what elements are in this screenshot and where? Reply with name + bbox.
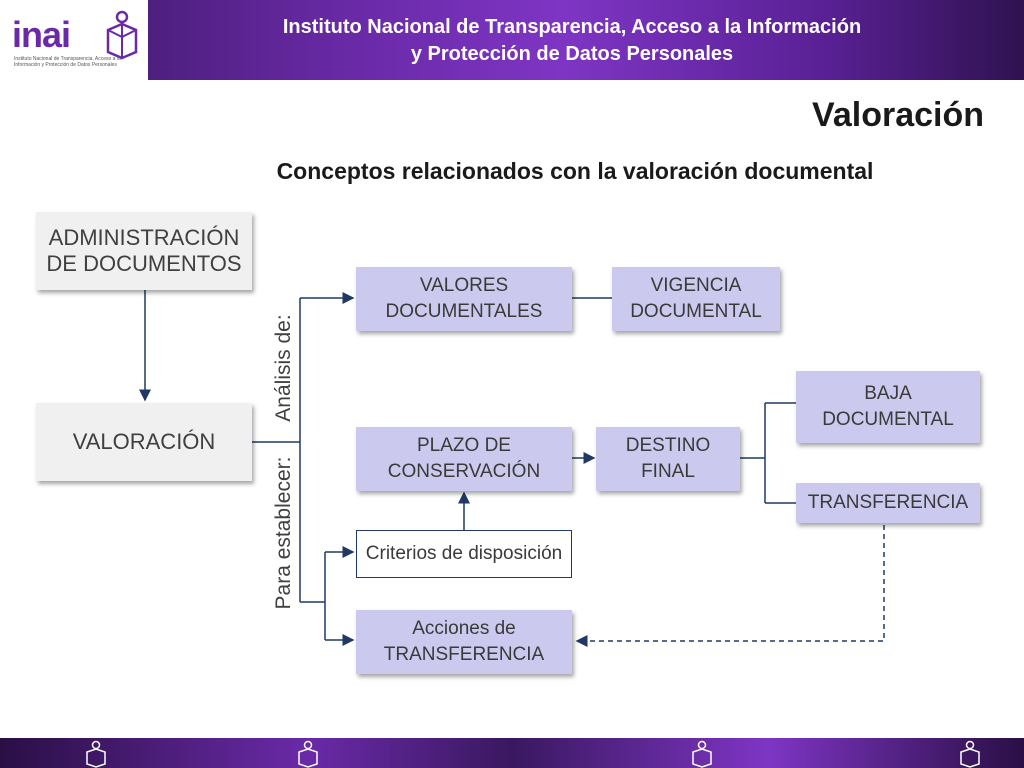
transferencia-to-acciones-dashed: [575, 525, 885, 647]
vigencia-line2: DOCUMENTAL: [630, 301, 762, 322]
destino-line1: DESTINO: [625, 435, 711, 456]
valores-documentales-box: VALORES DOCUMENTALES: [356, 267, 572, 331]
footer-bar: [0, 738, 1024, 768]
administracion-line2: DE DOCUMENTOS: [46, 251, 242, 276]
person-book-icon: [692, 740, 712, 768]
logo-subtext: Instituto Nacional de Transparencia, Acc…: [14, 56, 121, 68]
valores-line2: DOCUMENTALES: [385, 301, 543, 322]
header-bar: inai Instituto Nacional de Transparencia…: [0, 0, 1024, 80]
destino-final-box: DESTINO FINAL: [596, 427, 740, 491]
administracion-line1: ADMINISTRACIÓN: [48, 225, 240, 250]
vigencia-documental-box: VIGENCIA DOCUMENTAL: [612, 267, 780, 331]
acciones-line2: TRANSFERENCIA: [383, 644, 545, 665]
transferencia-label: TRANSFERENCIA: [807, 492, 969, 513]
criterios-label: Criterios de disposición: [365, 543, 563, 564]
establecer-label: Para establecer:: [272, 456, 295, 610]
acciones-line1: Acciones de: [412, 618, 516, 639]
logo-text: inai: [12, 14, 71, 55]
plazo-line2: CONSERVACIÓN: [387, 461, 541, 482]
institute-title: Instituto Nacional de Transparencia, Acc…: [150, 14, 994, 68]
person-book-icon: [960, 740, 980, 768]
destino-line2: FINAL: [641, 461, 695, 482]
slide-title: Valoración: [812, 96, 984, 134]
slide-subtitle: Conceptos relacionados con la valoración…: [276, 158, 874, 184]
valores-line1: VALORES: [419, 275, 509, 296]
criterios-disposicion-box: Criterios de disposición: [356, 530, 572, 578]
administracion-box: ADMINISTRACIÓN DE DOCUMENTOS: [36, 212, 252, 290]
vigencia-line1: VIGENCIA: [650, 275, 742, 296]
inai-logo: inai Instituto Nacional de Transparencia…: [0, 0, 148, 80]
plazo-conservacion-box: PLAZO DE CONSERVACIÓN: [356, 427, 572, 491]
logo-word: inai: [12, 14, 71, 56]
person-book-icon: [298, 740, 318, 768]
baja-line2: DOCUMENTAL: [822, 409, 954, 430]
valoracion-box: VALORACIÓN: [36, 403, 252, 481]
baja-documental-box: BAJA DOCUMENTAL: [796, 371, 980, 443]
baja-line1: BAJA: [864, 383, 912, 404]
transferencia-box: TRANSFERENCIA: [796, 483, 980, 523]
inai-logo-icon: [106, 10, 138, 60]
institute-title-line1: Instituto Nacional de Transparencia, Acc…: [282, 16, 862, 38]
acciones-transferencia-box: Acciones de TRANSFERENCIA: [356, 610, 572, 674]
plazo-line1: PLAZO DE: [417, 435, 511, 456]
analisis-label: Análisis de:: [272, 314, 295, 422]
institute-title-line2: y Protección de Datos Personales: [410, 43, 734, 65]
person-book-icon: [86, 740, 106, 768]
valoracion-label: VALORACIÓN: [72, 429, 216, 454]
